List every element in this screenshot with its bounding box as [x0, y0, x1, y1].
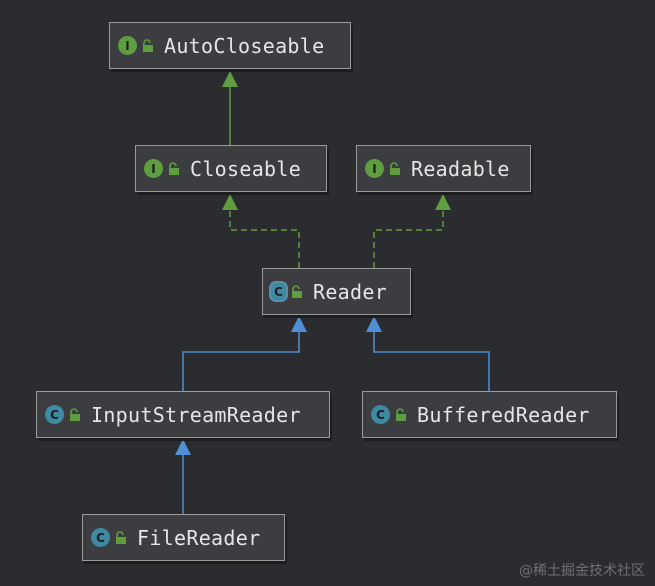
node-label: FileReader	[137, 525, 261, 550]
node-label: Closeable	[190, 156, 302, 181]
node-closeable[interactable]: I Closeable	[135, 145, 327, 192]
unlock-icon	[396, 407, 406, 421]
node-readable[interactable]: I Readable	[356, 145, 531, 192]
edge-filereader-to-inputstreamreader	[175, 439, 191, 514]
unlock-icon	[70, 407, 80, 421]
edge-bufferedreader-to-reader	[366, 316, 490, 391]
abstract-class-icon: C	[271, 283, 286, 300]
class-icon: C	[45, 405, 64, 424]
node-label: BufferedReader	[417, 402, 590, 427]
unlock-icon	[116, 530, 126, 544]
node-reader[interactable]: C Reader	[262, 268, 411, 315]
node-filereader[interactable]: C FileReader	[82, 514, 285, 561]
node-inputstreamreader[interactable]: C InputStreamReader	[36, 391, 330, 438]
edge-reader-to-readable	[373, 194, 451, 268]
node-label: AutoCloseable	[164, 33, 325, 58]
unlock-icon	[390, 161, 400, 175]
edge-closeable-to-autocloseable	[222, 71, 238, 145]
watermark: @稀土掘金技术社区	[519, 563, 645, 579]
interface-icon: I	[365, 159, 384, 178]
node-bufferedreader[interactable]: C BufferedReader	[362, 391, 617, 438]
interface-icon: I	[118, 36, 137, 55]
edge-inputstreamreader-to-reader	[182, 316, 307, 391]
unlock-icon	[169, 161, 179, 175]
edge-reader-to-closeable	[222, 194, 300, 268]
node-label: Readable	[411, 156, 510, 181]
unlock-icon	[143, 38, 153, 52]
node-label: InputStreamReader	[91, 402, 301, 427]
node-autocloseable[interactable]: I AutoCloseable	[109, 22, 351, 69]
unlock-icon	[292, 284, 302, 298]
node-label: Reader	[313, 279, 388, 304]
interface-icon: I	[144, 159, 163, 178]
class-icon: C	[371, 405, 390, 424]
class-icon: C	[91, 528, 110, 547]
